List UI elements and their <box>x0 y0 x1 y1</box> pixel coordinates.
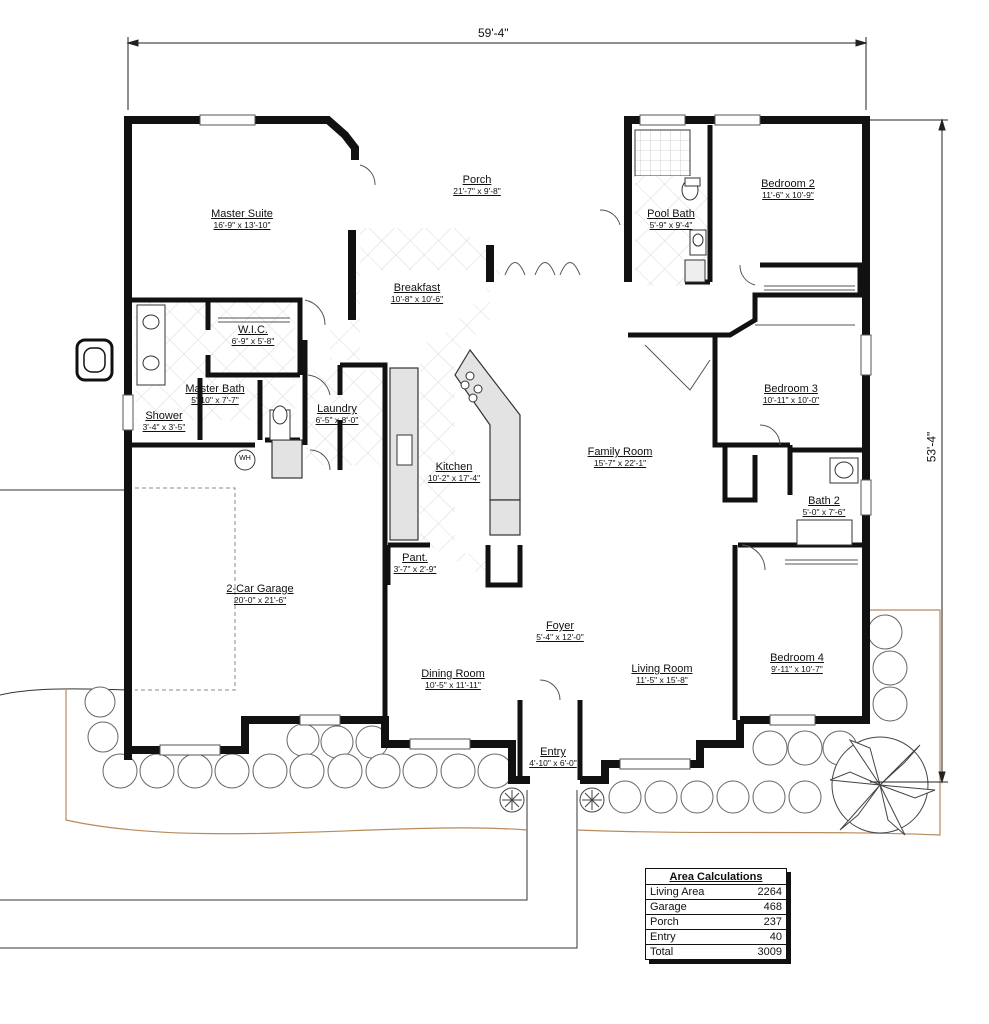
area-label: Garage <box>650 901 687 913</box>
shrubs <box>84 614 908 814</box>
room-name: Dining Room <box>421 668 485 680</box>
area-row: Total 3009 <box>646 945 786 959</box>
room-size: 5'-9" x 9'-4" <box>649 219 693 230</box>
room-bedroom-4: Bedroom 4 9'-11" x 10'-7" <box>752 652 842 674</box>
area-calculations-table: Area Calculations Living Area 2264 Garag… <box>645 868 787 960</box>
room-size: 11'-5" x 15'-8" <box>636 674 688 685</box>
room-size: 3'-7" x 2'-9" <box>393 563 437 574</box>
room-name: Master Suite <box>211 208 273 220</box>
breakfast-kitchen-tile <box>330 228 500 580</box>
depth-dimension-label: 53'-4" <box>924 431 939 463</box>
room-name: 2-Car Garage <box>226 583 294 595</box>
room-porch: Porch 21'-7" x 9'-8" <box>432 174 522 196</box>
room-name: Bath 2 <box>808 495 840 507</box>
room-size: 5'-0" x 7'-6" <box>802 506 846 517</box>
room-entry: Entry 4'-10" x 6'-0" <box>518 746 588 768</box>
area-row: Entry 40 <box>646 930 786 945</box>
room-name: Pant. <box>402 552 428 564</box>
room-master-bath: Master Bath 5'-10" x 7'-7" <box>175 383 255 405</box>
room-shower: Shower 3'-4" x 3'-5" <box>135 410 193 432</box>
room-size: 5'-4" x 12'-0" <box>536 631 584 642</box>
room-size: 11'-6" x 10'-9" <box>762 189 814 200</box>
room-garage: 2-Car Garage 20'-0" x 21'-6" <box>212 583 308 605</box>
kitchen-sink <box>396 371 483 466</box>
room-size: 9'-11" x 10'-7" <box>771 663 823 674</box>
room-name: Living Room <box>631 663 693 675</box>
room-master-suite: Master Suite 16'-9" x 13'-10" <box>192 208 292 230</box>
laundry-tile <box>305 370 385 465</box>
room-bath-2: Bath 2 5'-0" x 7'-6" <box>793 495 855 517</box>
room-name: W.I.C. <box>238 324 268 336</box>
entry-planters <box>499 787 605 813</box>
room-name: Bedroom 4 <box>770 652 824 664</box>
area-label: Entry <box>650 931 676 943</box>
area-label: Total <box>650 946 674 958</box>
room-pool-bath: Pool Bath 5'-9" x 9'-4" <box>635 208 707 230</box>
room-wic: W.I.C. 6'-9" x 5'-8" <box>218 324 288 346</box>
area-row: Garage 468 <box>646 900 786 915</box>
room-size: 15'-7" x 22'-1" <box>593 457 647 468</box>
room-size: 6'-9" x 5'-8" <box>231 335 275 346</box>
room-name: Master Bath <box>185 383 245 395</box>
exterior-walls <box>124 116 870 784</box>
area-row: Living Area 2264 <box>646 885 786 900</box>
room-size: 10'-8" x 10'-6" <box>390 293 444 304</box>
area-value: 468 <box>763 901 782 913</box>
windows <box>122 114 872 770</box>
room-laundry: Laundry 6'-5" x 8'-0" <box>305 403 369 425</box>
interior-walls <box>128 125 866 780</box>
room-name: Shower <box>145 410 183 422</box>
room-bedroom-2: Bedroom 2 11'-6" x 10'-9" <box>743 178 833 200</box>
water-heater-label: WH <box>239 455 251 462</box>
room-dining-room: Dining Room 10'-5" x 11'-11" <box>408 668 498 690</box>
room-foyer: Foyer 5'-4" x 12'-0" <box>520 620 600 642</box>
door-swings <box>304 164 781 701</box>
room-name: Family Room <box>587 446 653 458</box>
room-name: Bedroom 2 <box>761 178 815 190</box>
room-size: 10'-5" x 11'-11" <box>425 679 481 690</box>
room-name: Kitchen <box>435 461 473 473</box>
room-name: Foyer <box>545 620 575 632</box>
site-lines <box>0 489 578 949</box>
area-row: Porch 237 <box>646 915 786 930</box>
room-size: 4'-10" x 6'-0" <box>529 757 577 768</box>
room-family-room: Family Room 15'-7" x 22'-1" <box>572 446 668 468</box>
room-name: Bedroom 3 <box>764 383 818 395</box>
garage-outline <box>135 487 236 691</box>
area-label: Living Area <box>650 886 705 898</box>
area-value: 40 <box>769 931 782 943</box>
room-size: 10'-2" x 17'-4" <box>427 472 481 483</box>
room-size: 3'-4" x 3'-5" <box>142 421 186 432</box>
tree <box>829 736 936 836</box>
room-size: 21'-7" x 9'-8" <box>453 185 501 196</box>
room-breakfast: Breakfast 10'-8" x 10'-6" <box>372 282 462 304</box>
planting-bed <box>65 609 941 836</box>
room-living-room: Living Room 11'-5" x 15'-8" <box>617 663 707 685</box>
area-value: 237 <box>763 916 782 928</box>
room-size: 6'-5" x 8'-0" <box>315 414 359 425</box>
room-size: 5'-10" x 7'-7" <box>191 394 239 405</box>
room-kitchen: Kitchen 10'-2" x 17'-4" <box>414 461 494 483</box>
room-name: Entry <box>540 746 566 758</box>
room-name: Porch <box>462 174 492 186</box>
area-value: 3009 <box>757 946 782 958</box>
room-bedroom-3: Bedroom 3 10'-11" x 10'-0" <box>745 383 837 405</box>
room-name: Breakfast <box>393 282 441 294</box>
pool-bath-shower-tile <box>634 129 691 177</box>
room-name: Laundry <box>317 403 357 415</box>
closet-rods <box>218 285 858 565</box>
room-size: 16'-9" x 13'-10" <box>213 219 271 230</box>
room-size: 10'-11" x 10'-0" <box>762 394 820 405</box>
room-name: Pool Bath <box>647 208 695 220</box>
dimension-lines <box>126 37 948 784</box>
area-label: Porch <box>650 916 679 928</box>
room-size: 20'-0" x 21'-6" <box>233 594 287 605</box>
area-table-title: Area Calculations <box>646 869 786 885</box>
width-dimension-label: 59'-4" <box>478 26 509 40</box>
area-value: 2264 <box>757 886 782 898</box>
bath-fixtures <box>136 177 859 546</box>
room-pantry: Pant. 3'-7" x 2'-9" <box>388 552 442 574</box>
